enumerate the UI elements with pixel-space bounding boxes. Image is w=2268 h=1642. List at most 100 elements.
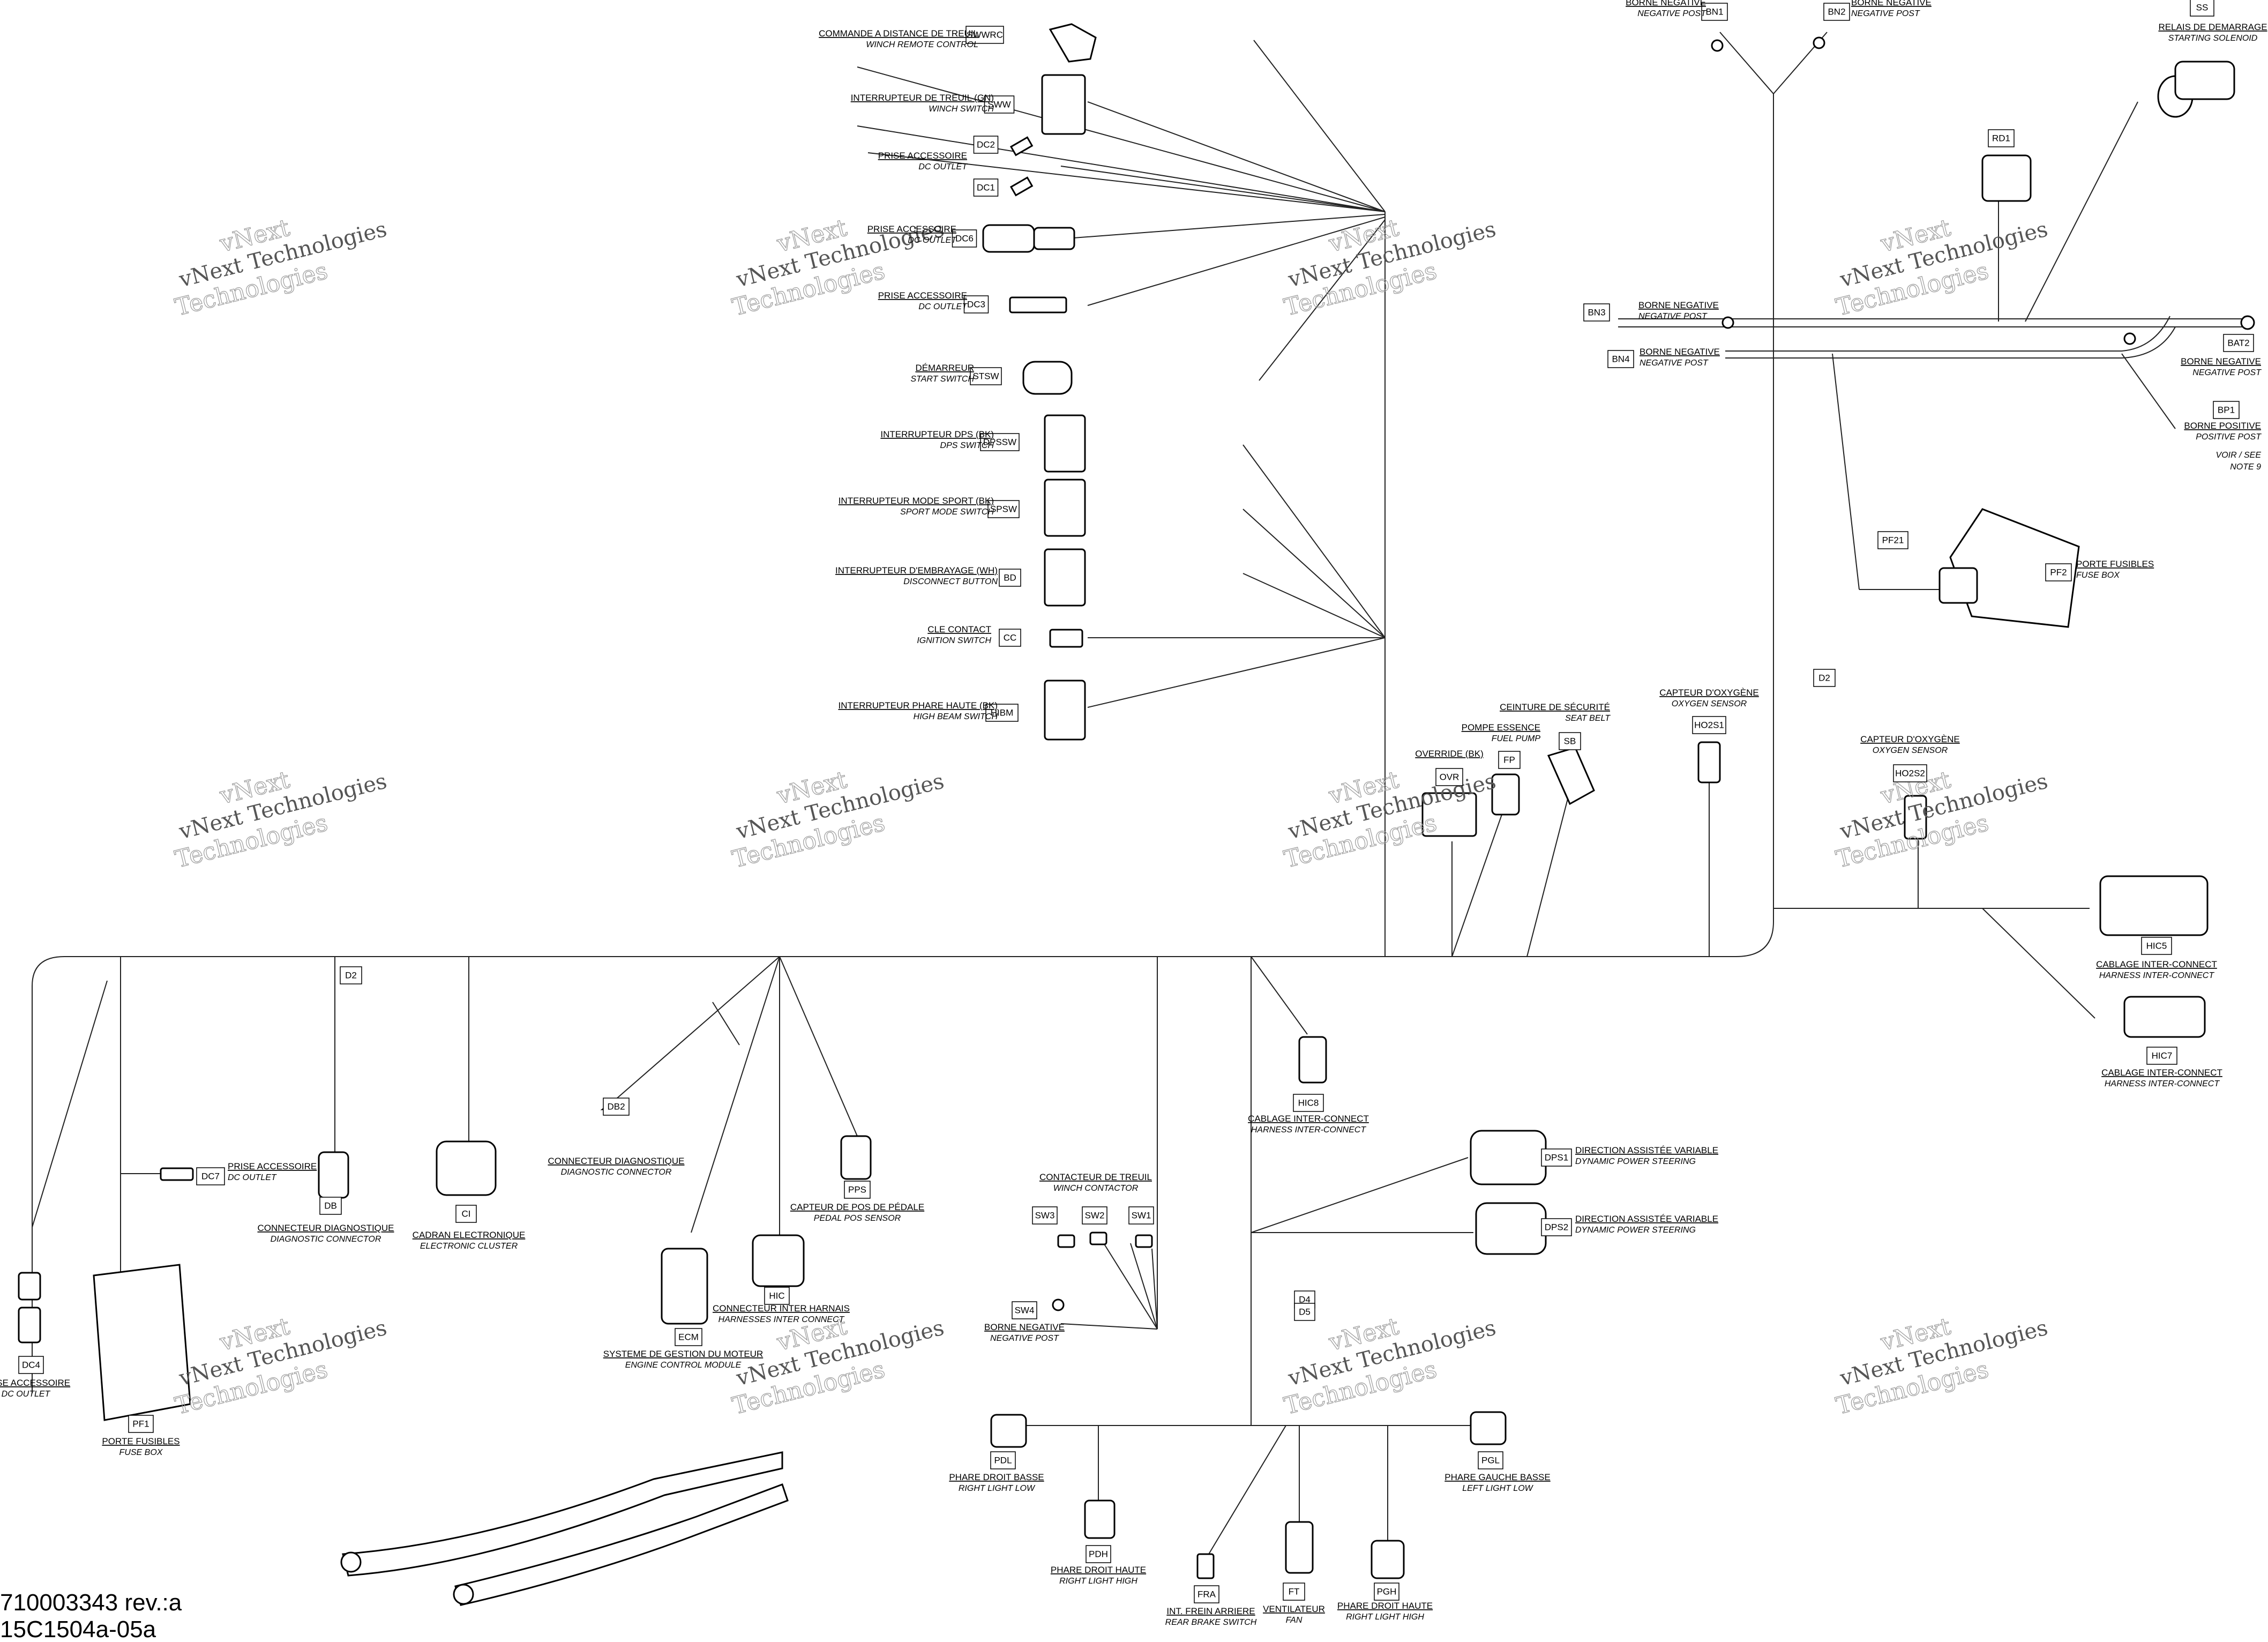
component-code: DC2: [977, 139, 995, 150]
component-code: D2: [1818, 673, 1830, 683]
label-fr: BORNE NEGATIVE: [1640, 347, 1720, 357]
component-code: DPSSW: [983, 437, 1016, 447]
code-box: [973, 136, 999, 154]
label-en: WINCH CONTACTOR: [1053, 1184, 1139, 1193]
label-fr: PORTE FUSIBLES: [2076, 559, 2154, 569]
label-en: IGNITION SWITCH: [917, 636, 991, 645]
code-box: [970, 367, 1002, 385]
component-code: DB: [324, 1200, 337, 1211]
component-code: SW3: [1035, 1210, 1055, 1220]
component-pf21: PF21: [1877, 531, 1908, 549]
component-d2a: D2: [1813, 669, 1836, 687]
code-box: [1893, 764, 1927, 782]
code-box: [1012, 1301, 1037, 1319]
label-fr: CONNECTEUR DIAGNOSTIQUE: [257, 1223, 394, 1233]
label-fr: CABLAGE INTER-CONNECT: [2101, 1068, 2222, 1078]
code-box: [1293, 1094, 1324, 1112]
label-en: OXYGEN SENSOR: [1672, 699, 1747, 708]
label-en: DYNAMIC POWER STEERING: [1575, 1157, 1696, 1166]
component-code: PPS: [848, 1184, 866, 1195]
label-en: ENGINE CONTROL MODULE: [625, 1361, 742, 1370]
label-fr: CABLAGE INTER-CONNECT: [2096, 959, 2217, 969]
code-box: [2141, 937, 2172, 955]
label-fr: BORNE NEGATIVE: [984, 1322, 1065, 1332]
label-fr: PHARE DROIT HAUTE: [1337, 1601, 1433, 1611]
label-fr: PHARE DROIT HAUTE: [1051, 1565, 1146, 1575]
component-shapes: [18, 23, 2255, 1606]
code-box: [196, 1167, 225, 1185]
code-box: [999, 569, 1021, 587]
code-box: [319, 1197, 342, 1215]
label-en: LEFT LIGHT LOW: [1462, 1484, 1533, 1493]
label-fr: INTERRUPTEUR D'EMBRAYAGE (WH): [835, 565, 998, 576]
label-fr: CONNECTEUR DIAGNOSTIQUE: [548, 1156, 684, 1166]
code-box: [603, 1098, 630, 1116]
label-en: HARNESS INTER-CONNECT: [2099, 971, 2214, 980]
label-en: NEGATIVE POST: [1851, 9, 1920, 18]
label-fr: CADRAN ELECTRONIQUE: [413, 1230, 526, 1240]
label-en: DPS SWITCH: [940, 441, 994, 450]
label-fr: BORNE NEGATIVE: [1851, 0, 1932, 8]
component-code: PGH: [1377, 1586, 1397, 1596]
label-en: SPORT MODE SWITCH: [900, 507, 994, 517]
component-d5: D5: [1294, 1303, 1315, 1321]
label-en: HARNESSES INTER CONNECT: [718, 1315, 845, 1324]
label-fr: PRISE ACCESSOIRE: [878, 151, 967, 161]
component-code: HO2S2: [1895, 768, 1925, 778]
component-code: PDH: [1089, 1549, 1108, 1559]
component-code: FRA: [1197, 1589, 1216, 1599]
component-code: HIC7: [2152, 1050, 2173, 1061]
component-code: DB2: [607, 1101, 625, 1111]
code-box: [764, 1287, 790, 1305]
harness-wires: [32, 32, 2250, 1560]
label-fr: RELAIS DE DEMARRAGE: [2158, 22, 2267, 32]
label-en: SEAT BELT: [1565, 714, 1611, 723]
label-en: RIGHT LIGHT LOW: [959, 1484, 1036, 1493]
component-code: DC1: [977, 182, 995, 192]
code-box: [18, 1356, 44, 1374]
component-sw2: SW2: [1082, 1206, 1107, 1225]
code-box: [1435, 768, 1463, 786]
label-fr: INTERRUPTEUR DE TREUIL (GN): [851, 93, 994, 103]
label-en: DC OUTLET: [2, 1390, 51, 1399]
code-box: [952, 229, 977, 248]
component-code: PF2: [2050, 567, 2067, 577]
label-note: NOTE 9: [2230, 462, 2261, 472]
label-en: NEGATIVE POST: [990, 1334, 1059, 1343]
label-en: DIAGNOSTIC CONNECTOR: [561, 1168, 672, 1177]
label-fr: CONNECTEUR INTER HARNAIS: [713, 1303, 850, 1313]
code-box: [1082, 1206, 1107, 1225]
component-code: OVR: [1440, 772, 1459, 782]
label-fr: BORNE NEGATIVE: [2181, 356, 2261, 367]
code-box: [1283, 1583, 1305, 1601]
label-en: START SWITCH: [910, 375, 974, 384]
component-code: RD1: [1992, 133, 2010, 143]
component-code: BN2: [1828, 6, 1845, 17]
label-en: RIGHT LIGHT HIGH: [1346, 1613, 1424, 1622]
component-code: D4: [1299, 1294, 1311, 1304]
code-box: [1374, 1583, 1399, 1601]
label-en: WINCH SWITCH: [929, 105, 994, 114]
label-fr: OVERRIDE (BK): [1415, 749, 1484, 759]
component-code: SB: [1564, 736, 1576, 746]
code-box: [675, 1328, 702, 1346]
component-code: HIBM: [991, 707, 1014, 718]
code-box: [340, 966, 362, 984]
figure-reference: 15C1504a-05a: [0, 1616, 156, 1642]
label-en: DC OUTLET: [918, 162, 968, 171]
